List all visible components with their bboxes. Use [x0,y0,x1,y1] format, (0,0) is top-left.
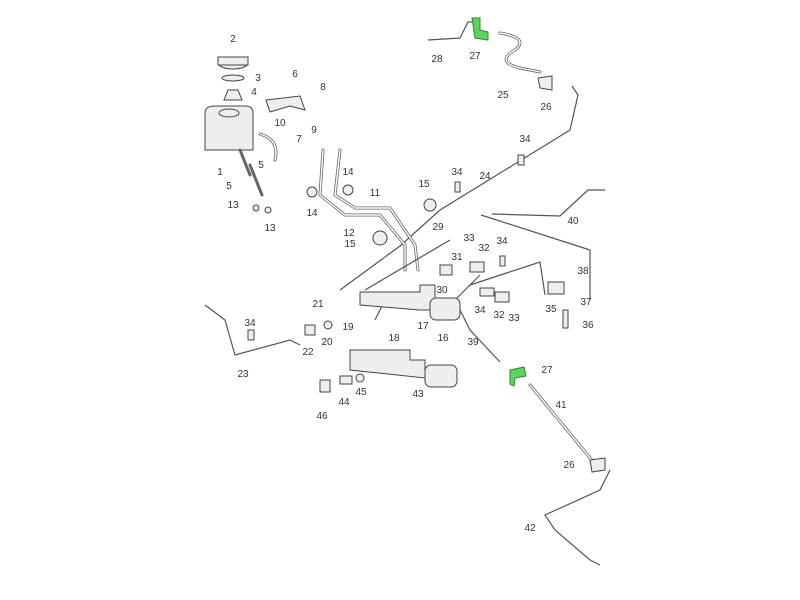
callout-label-20: 20 [321,337,333,348]
callout-label-34: 34 [496,236,508,247]
callout-label-11: 11 [370,188,381,199]
callout-label-31: 31 [451,252,463,263]
callout-label-34: 34 [244,318,256,329]
callout-label-18: 18 [388,333,400,344]
callout-label-28: 28 [431,54,443,65]
callout-label-32: 32 [478,243,490,254]
callout-label-41: 41 [555,400,567,411]
callout-label-45: 45 [355,387,367,398]
callout-label-39: 39 [467,337,479,348]
callout-label-34: 34 [519,134,531,145]
callout-label-13: 13 [264,223,276,234]
callout-label-6: 6 [292,69,298,80]
callout-label-24: 24 [479,171,491,182]
callout-label-34: 34 [474,305,486,316]
callout-label-33: 33 [508,313,520,324]
callout-label-2: 2 [230,34,236,45]
callout-label-14: 14 [342,167,354,178]
callout-label-35: 35 [545,304,557,315]
callout-label-36: 36 [582,320,594,331]
callout-label-37: 37 [580,297,592,308]
master-cylinders [247,154,569,393]
callout-label-17: 17 [417,321,429,332]
callout-label-46: 46 [316,411,328,422]
callout-label-27: 27 [469,51,481,62]
callout-label-10: 10 [274,118,286,129]
callout-label-8: 8 [320,82,326,93]
callout-label-22: 22 [302,347,314,358]
callout-label-43: 43 [412,389,424,400]
callout-label-5: 5 [226,181,232,192]
callout-label-42: 42 [524,523,536,534]
callout-label-23: 23 [237,369,249,380]
callout-label-38: 38 [577,266,589,277]
callout-label-16: 16 [437,333,449,344]
callout-label-29: 29 [432,222,444,233]
bracket-27-lower [509,366,527,387]
callout-label-32: 32 [493,310,505,321]
callout-label-9: 9 [311,125,317,136]
callout-label-1: 1 [217,167,223,178]
callout-label-7: 7 [296,134,302,145]
callout-label-27: 27 [541,365,553,376]
callout-label-44: 44 [338,397,350,408]
callout-label-4: 4 [251,87,257,98]
bracket-27-top [471,17,489,41]
callout-label-14: 14 [306,208,318,219]
callout-label-15: 15 [344,239,356,250]
callout-label-13: 13 [227,200,239,211]
callout-label-3: 3 [255,73,261,84]
callout-label-21: 21 [312,299,324,310]
callout-label-26: 26 [563,460,575,471]
callout-label-15: 15 [418,179,430,190]
callout-label-25: 25 [497,90,509,101]
callout-label-12: 12 [343,228,355,239]
callout-label-34: 34 [451,167,463,178]
callout-label-19: 19 [342,322,354,333]
callout-label-33: 33 [463,233,475,244]
callout-label-5: 5 [258,160,264,171]
callout-label-40: 40 [567,216,579,227]
callout-label-30: 30 [436,285,448,296]
reservoir-group [204,56,306,214]
brake-lines [204,21,611,566]
callout-label-26: 26 [540,102,552,113]
